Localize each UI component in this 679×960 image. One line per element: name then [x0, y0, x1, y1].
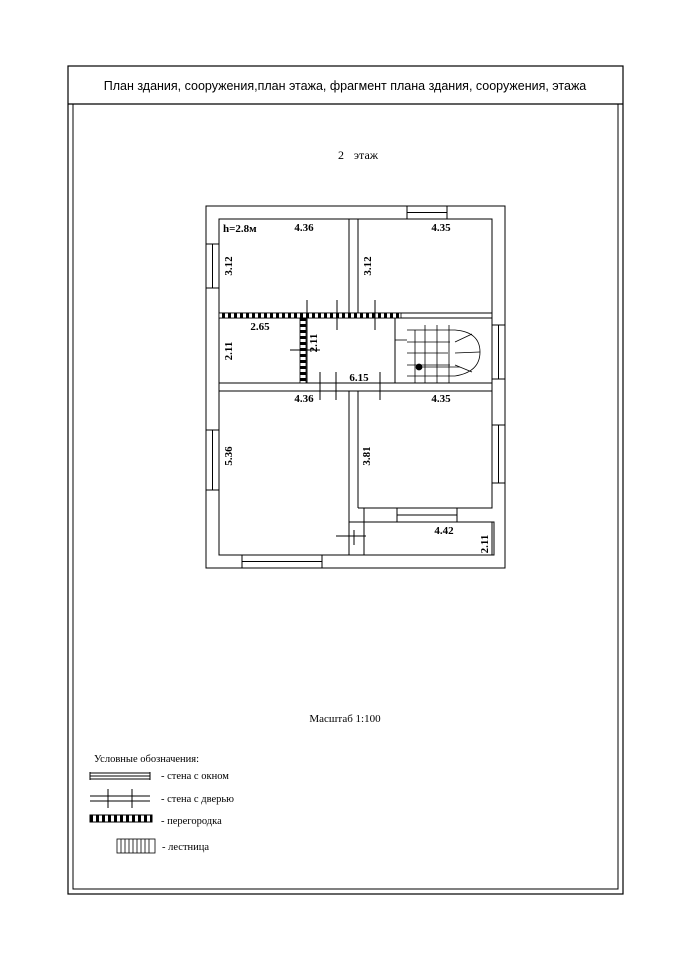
dim-room-bottom-left-width: 4.36 — [294, 393, 314, 405]
floor-word: этаж — [354, 148, 379, 162]
dim-small-room-width: 2.65 — [250, 321, 270, 333]
legend-item-partition: - перегородка — [161, 816, 222, 827]
legend-title: Условные обозначения: — [94, 754, 199, 765]
legend: Условные обозначения: - стена с окном - … — [89, 754, 234, 854]
dim-room-top-left-width: 4.36 — [294, 222, 314, 234]
door-marks — [290, 300, 381, 545]
dim-room-bottom-left-depth: 5.36 — [223, 446, 235, 466]
inner-frame — [72, 103, 619, 890]
dim-room-bottom-right-width: 4.35 — [431, 393, 451, 405]
staircase — [395, 325, 481, 383]
legend-stair-symbol — [116, 838, 156, 854]
dimension-labels: h=2.8м 4.36 4.35 3.12 3.12 2.65 2.11 2.1… — [223, 222, 491, 553]
windows — [205, 205, 506, 569]
height-note: h=2.8м — [223, 223, 257, 235]
dim-hall-length: 6.15 — [349, 372, 369, 384]
partition-hatched-horizontal — [218, 312, 402, 319]
legend-window-symbol — [89, 772, 151, 780]
legend-door-symbol — [90, 789, 150, 808]
dim-small-room-depth-right: 2.11 — [308, 334, 320, 353]
sheet-title: План здания, сооружения,план этажа, фраг… — [104, 79, 587, 93]
floor-number: 2 — [338, 148, 344, 162]
dim-room-top-right-width: 4.35 — [431, 222, 451, 234]
dim-balcony-depth: 2.11 — [479, 535, 491, 554]
exterior-wall-outer — [205, 205, 506, 569]
scale-label: Масштаб 1:100 — [309, 713, 381, 725]
dim-room-bottom-right-depth: 3.81 — [361, 446, 373, 465]
dim-small-room-depth-left: 2.11 — [223, 342, 235, 361]
legend-item-stair: - лестница — [162, 842, 209, 853]
dim-room-top-left-depth: 3.12 — [223, 256, 235, 276]
legend-item-door: - стена с дверью — [161, 794, 234, 805]
exterior-wall-inner — [218, 218, 493, 556]
dim-balcony-width: 4.42 — [434, 525, 454, 537]
legend-item-window: - стена с окном — [161, 771, 229, 782]
outer-frame — [67, 65, 624, 895]
dim-room-top-right-depth: 3.12 — [362, 256, 374, 276]
legend-partition-symbol — [89, 814, 153, 823]
balcony-room — [363, 521, 495, 556]
building-plan — [205, 205, 506, 569]
